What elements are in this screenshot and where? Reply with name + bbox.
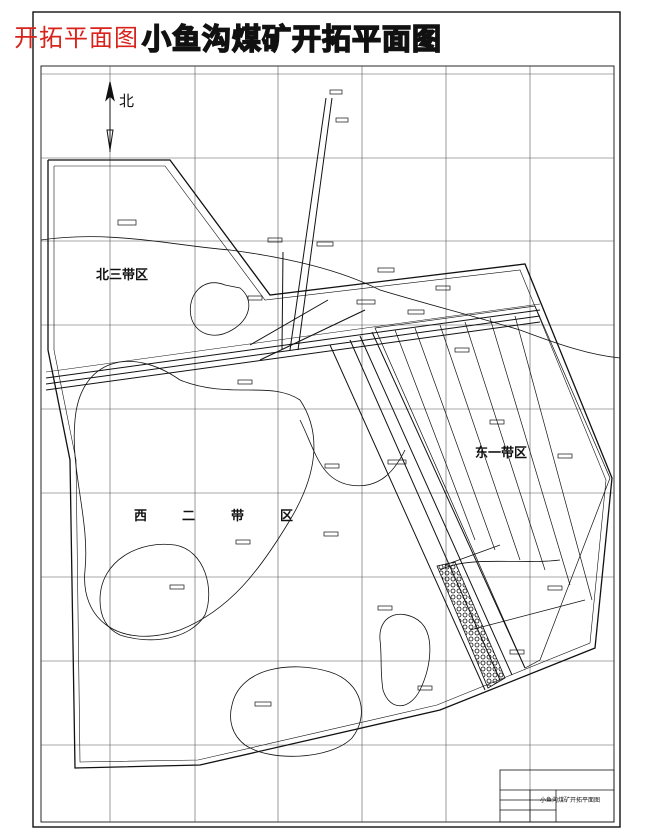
protective-pillar-zone bbox=[436, 561, 506, 689]
zone-label-north-three: 北三带区 bbox=[96, 268, 149, 283]
inclined-shafts bbox=[249, 97, 366, 361]
inner-border bbox=[40, 65, 615, 823]
east-panel-faces bbox=[374, 305, 611, 669]
zone-label-west-two-char: 区 bbox=[280, 509, 294, 524]
north-label: 北 bbox=[119, 92, 135, 110]
contour-lines bbox=[40, 236, 621, 757]
mine-boundary-inner bbox=[53, 165, 607, 763]
zone-label-west-two-char: 二 bbox=[182, 509, 196, 524]
title-block bbox=[499, 769, 615, 823]
main-title: 小鱼沟煤矿开拓平面图 bbox=[141, 21, 443, 57]
corner-title: 开拓平面图 bbox=[14, 24, 139, 52]
mine-boundary bbox=[47, 159, 613, 769]
dip-roadways bbox=[329, 331, 526, 691]
zone-label-west-two-char: 带 bbox=[231, 509, 245, 524]
zone-label-east-one: 东一带区 bbox=[475, 446, 528, 461]
survey-annotations bbox=[117, 89, 573, 707]
north-arrow-icon bbox=[105, 81, 115, 152]
outer-border bbox=[32, 11, 621, 828]
zone-label-west-two-char: 西 bbox=[134, 509, 148, 524]
main-roadways bbox=[45, 303, 541, 391]
title-block-drawing-name: 小鱼沟煤矿开拓平面图 bbox=[540, 797, 601, 804]
